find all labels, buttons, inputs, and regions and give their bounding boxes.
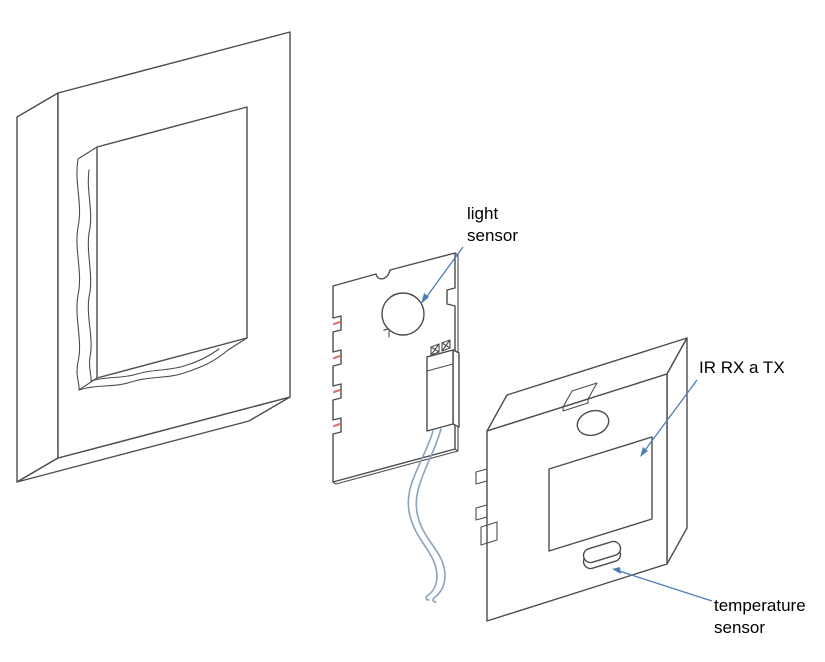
cover-clip-2 <box>475 504 488 521</box>
label-ir-window-text: IR RX a TX <box>699 358 785 377</box>
ir-window <box>548 436 653 552</box>
label-light-sensor-line2: sensor <box>467 225 519 245</box>
frame-inner-wavy-left-inner <box>87 169 92 382</box>
frame-inner-wavy-bottom-inner <box>90 348 220 382</box>
cover-top-notch <box>562 382 598 408</box>
wire-2 <box>415 428 446 603</box>
frame-inner-corner-top <box>77 146 98 160</box>
frame-front-face <box>57 31 291 459</box>
cover-right-face <box>666 337 688 565</box>
connector-body-front <box>426 349 454 432</box>
label-temperature-sensor-line2: sensor <box>714 617 766 637</box>
cover-circular-opening <box>576 409 610 437</box>
label-temperature-sensor: temperature sensor <box>714 595 806 639</box>
pcb-notch-mark-2 <box>332 354 342 360</box>
pcb-notch-mark-1 <box>332 320 342 326</box>
ir-window-arrowhead <box>640 447 648 457</box>
cover-front-face <box>486 373 668 622</box>
label-light-sensor-line1: light <box>467 204 499 223</box>
front-cover <box>475 337 688 622</box>
connector-pin-2-hatch <box>441 339 451 352</box>
wires <box>407 428 446 603</box>
wire-1 <box>407 430 438 601</box>
temperature-sensor-leader <box>615 569 713 602</box>
temperature-sensor-arrowhead <box>612 567 621 574</box>
pcb-notch-mark-3 <box>332 388 342 394</box>
pcb-edge-thickness-bottom <box>332 450 459 485</box>
pcb-board <box>332 252 460 485</box>
label-light-sensor: light sensor <box>467 203 518 247</box>
frame-inner-corner-right <box>227 337 248 351</box>
cover-top-notch-wall <box>562 398 589 412</box>
light-sensor-dome <box>381 292 425 336</box>
ir-window-leader <box>642 379 698 454</box>
cover-clip-1 <box>475 468 488 485</box>
label-ir-window: IR RX a TX <box>699 357 785 379</box>
frame-inner-wavy-left-outer <box>76 158 81 391</box>
light-sensor-arrowhead <box>421 293 429 304</box>
connector-body-divider <box>426 363 454 372</box>
label-temperature-sensor-line1: temperature <box>714 596 806 615</box>
pcb-notch-mark-4 <box>332 422 342 428</box>
temperature-sensor-top <box>582 540 622 564</box>
connector-body-side <box>452 349 460 428</box>
frame-left-face <box>16 92 59 483</box>
wall-frame <box>16 31 291 483</box>
connector-pin-1-hatch <box>430 343 440 356</box>
light-sensor-leader <box>424 246 464 300</box>
annotation-leaders <box>421 246 713 602</box>
connector <box>426 339 460 432</box>
frame-inner-wavy-bottom-outer <box>78 349 229 391</box>
cover-clip-3 <box>480 521 498 546</box>
pcb-outline <box>332 252 456 483</box>
